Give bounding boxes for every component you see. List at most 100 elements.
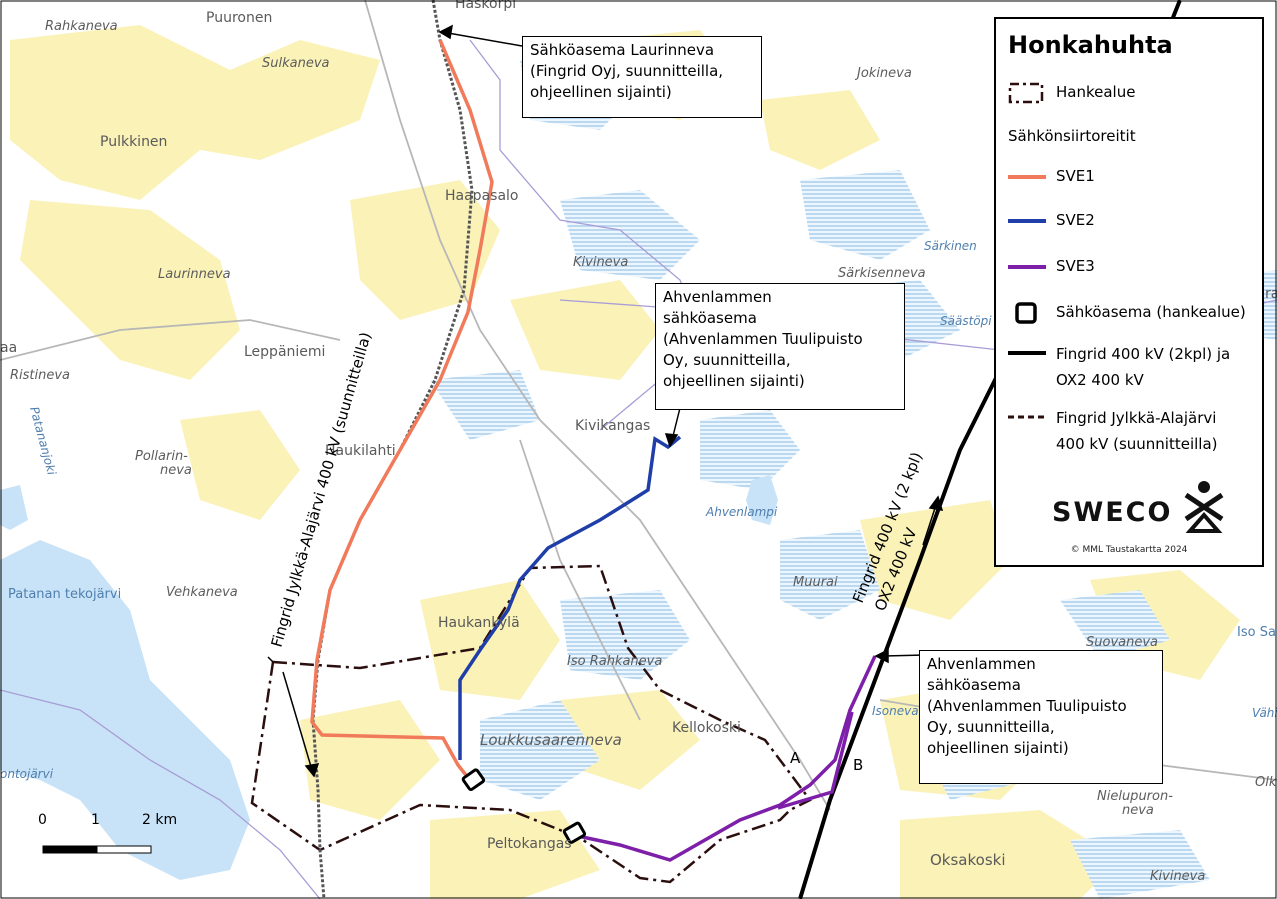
callout-line: Ahvenlammen [663,288,772,306]
label-saastopi: Säästöpi [940,314,992,328]
label-loukkusaarenneva: Loukkusaarenneva [480,731,622,749]
label-kivikangas: Kivikangas [575,418,650,434]
label-ahvenlampi: Ahvenlampi [705,505,778,519]
callout-line: (Ahvenlammen Tuulipuisto [927,697,1127,715]
scale-label-one: 1 [91,812,100,828]
callout-line: (Fingrid Oyj, suunnitteilla, [530,62,724,80]
legend-label-fingrid-2: OX2 400 kV [1056,371,1144,389]
sve2-line-symbol [1008,219,1046,223]
label-ristineva: Ristineva [10,368,70,383]
legend-section-routes: Sähkönsiirtoreitit [1008,127,1136,145]
fingrid-line-symbol [1008,351,1046,355]
callout-line: ohjeellinen sijainti) [530,83,672,101]
segment-label-b: B [853,756,863,774]
label-sarkisenneva: Särkisenneva [838,266,926,281]
legend: Honkahuhta Hankealue Sähkönsiirtoreitit … [994,17,1264,567]
legend-row-sve2: SVE2 [996,209,1266,233]
substation-symbol [1015,302,1037,324]
label-kivineva: Kivineva [573,255,628,270]
label-suovaneva: Suovaneva [1086,635,1158,650]
label-kellokoski: Kellokoski [672,720,741,736]
label-pollarinneva-1: Pollarin- [135,449,188,464]
label-peltokangas: Peltokangas [487,836,572,852]
project-substation-south [562,821,587,844]
label-vehkaneva: Vehkaneva [166,585,238,600]
label-aa: aa [0,340,17,356]
label-jokineva: Jokineva [854,66,912,81]
scale-bar-graphic [42,845,152,854]
scale-label-zero: 0 [38,812,47,828]
project-area-outline [250,564,812,884]
label-vahi: Vähi [1252,706,1277,720]
sve2-route [458,435,682,760]
label-iso-sa: Iso Sa [1237,625,1276,640]
callout-line: Oy, suunnitteilla, [663,351,791,369]
callout-line: sähköasema [927,676,1021,694]
callout-line: ohjeellinen sijainti) [927,739,1069,757]
project-area-symbol [1008,82,1044,104]
label-nieluporonneva-2: neva [1122,803,1154,818]
label-haukankyla: Haukankylä [438,615,520,631]
legend-label-sve1: SVE1 [1056,167,1095,185]
callout-line: Oy, suunnitteilla, [927,718,1055,736]
legend-row-hankealue: Hankealue [996,81,1266,105]
legend-label-sve3: SVE3 [1056,257,1095,275]
legend-label-jylkka-2: 400 kV (suunnitteilla) [1056,435,1218,453]
label-haukilahti: Haukilahti [325,443,396,459]
sve1-line-symbol [1008,175,1046,179]
callout-ahvenlampi-substation-north: Ahvenlammen sähköasema (Ahvenlammen Tuul… [655,283,905,410]
legend-label-sve2: SVE2 [1056,211,1095,229]
label-pulkkinen: Pulkkinen [100,134,167,150]
label-iso-rahkaneva: Iso Rahkaneva [567,654,662,669]
legend-row-jylkka: Fingrid Jylkkä-Alajärvi 400 kV (suunnitt… [996,405,1266,461]
label-sulkaneva: Sulkaneva [262,56,330,71]
label-patanan-tekojarvi: Patanan tekojärvi [8,587,121,602]
legend-label-fingrid-1: Fingrid 400 kV (2kpl) ja [1056,345,1231,363]
label-kontojarvi: ontojärvi [0,767,54,781]
scale-label-two: 2 km [142,812,178,828]
label-isoneva: Isoneva [872,704,919,718]
copyright-notice: © MML Taustakartta 2024 [1070,545,1188,555]
legend-row-sve3: SVE3 [996,255,1266,279]
label-oksakoski: Oksakoski [930,851,1006,869]
segment-label-a: A [790,749,801,767]
callout-line: Ahvenlammen [927,655,1036,673]
jylkka-line-symbol [1008,415,1046,419]
callout-arrows [267,24,944,778]
callout-laurinneva-substation: Sähköasema Laurinneva (Fingrid Oyj, suun… [522,36,762,118]
label-pollarinneva-2: neva [160,463,192,478]
sweco-wordmark: SWECO [1052,497,1173,528]
label-ra: ra [1265,286,1277,302]
sweco-logo: SWECO [1052,481,1242,535]
legend-row-fingrid: Fingrid 400 kV (2kpl) ja OX2 400 kV [996,341,1266,397]
legend-title: Honkahuhta [1008,31,1173,59]
callout-line: sähköasema [663,309,757,327]
callout-line: Sähköasema Laurinneva [530,41,715,59]
legend-row-sve1: SVE1 [996,165,1266,189]
sweco-emblem-icon [1184,481,1224,533]
label-muurai: Muurai [793,575,838,590]
lakes [0,475,778,880]
label-olk: Olk [1255,775,1277,790]
label-puuronen: Puuronen [206,10,272,26]
sve1-route [310,39,494,786]
sve3-route [572,655,877,862]
callout-line: (Ahvenlammen Tuulipuisto [663,330,863,348]
legend-row-substation: Sähköasema (hankealue) [996,301,1266,325]
label-kivineva-south: Kivineva [1150,869,1205,884]
label-haapasalo: Haapasalo [445,188,518,204]
label-haskorpi: Haskorpi [455,0,516,12]
legend-label-hankealue: Hankealue [1056,83,1136,101]
label-nieluporonneva-1: Nielupuron- [1097,789,1173,804]
label-leppaniemi: Leppäniemi [244,344,325,360]
label-rahkaneva: Rahkaneva [45,19,118,34]
scale-bar: 0 1 2 km [38,812,178,860]
legend-label-jylkka-1: Fingrid Jylkkä-Alajärvi [1056,409,1217,427]
sve3-line-symbol [1008,265,1046,269]
project-substation-north [461,768,486,792]
callout-ahvenlampi-substation-south: Ahvenlammen sähköasema (Ahvenlammen Tuul… [919,650,1163,784]
legend-label-substation: Sähköasema (hankealue) [1056,303,1246,321]
label-laurinneva: Laurinneva [158,267,231,282]
